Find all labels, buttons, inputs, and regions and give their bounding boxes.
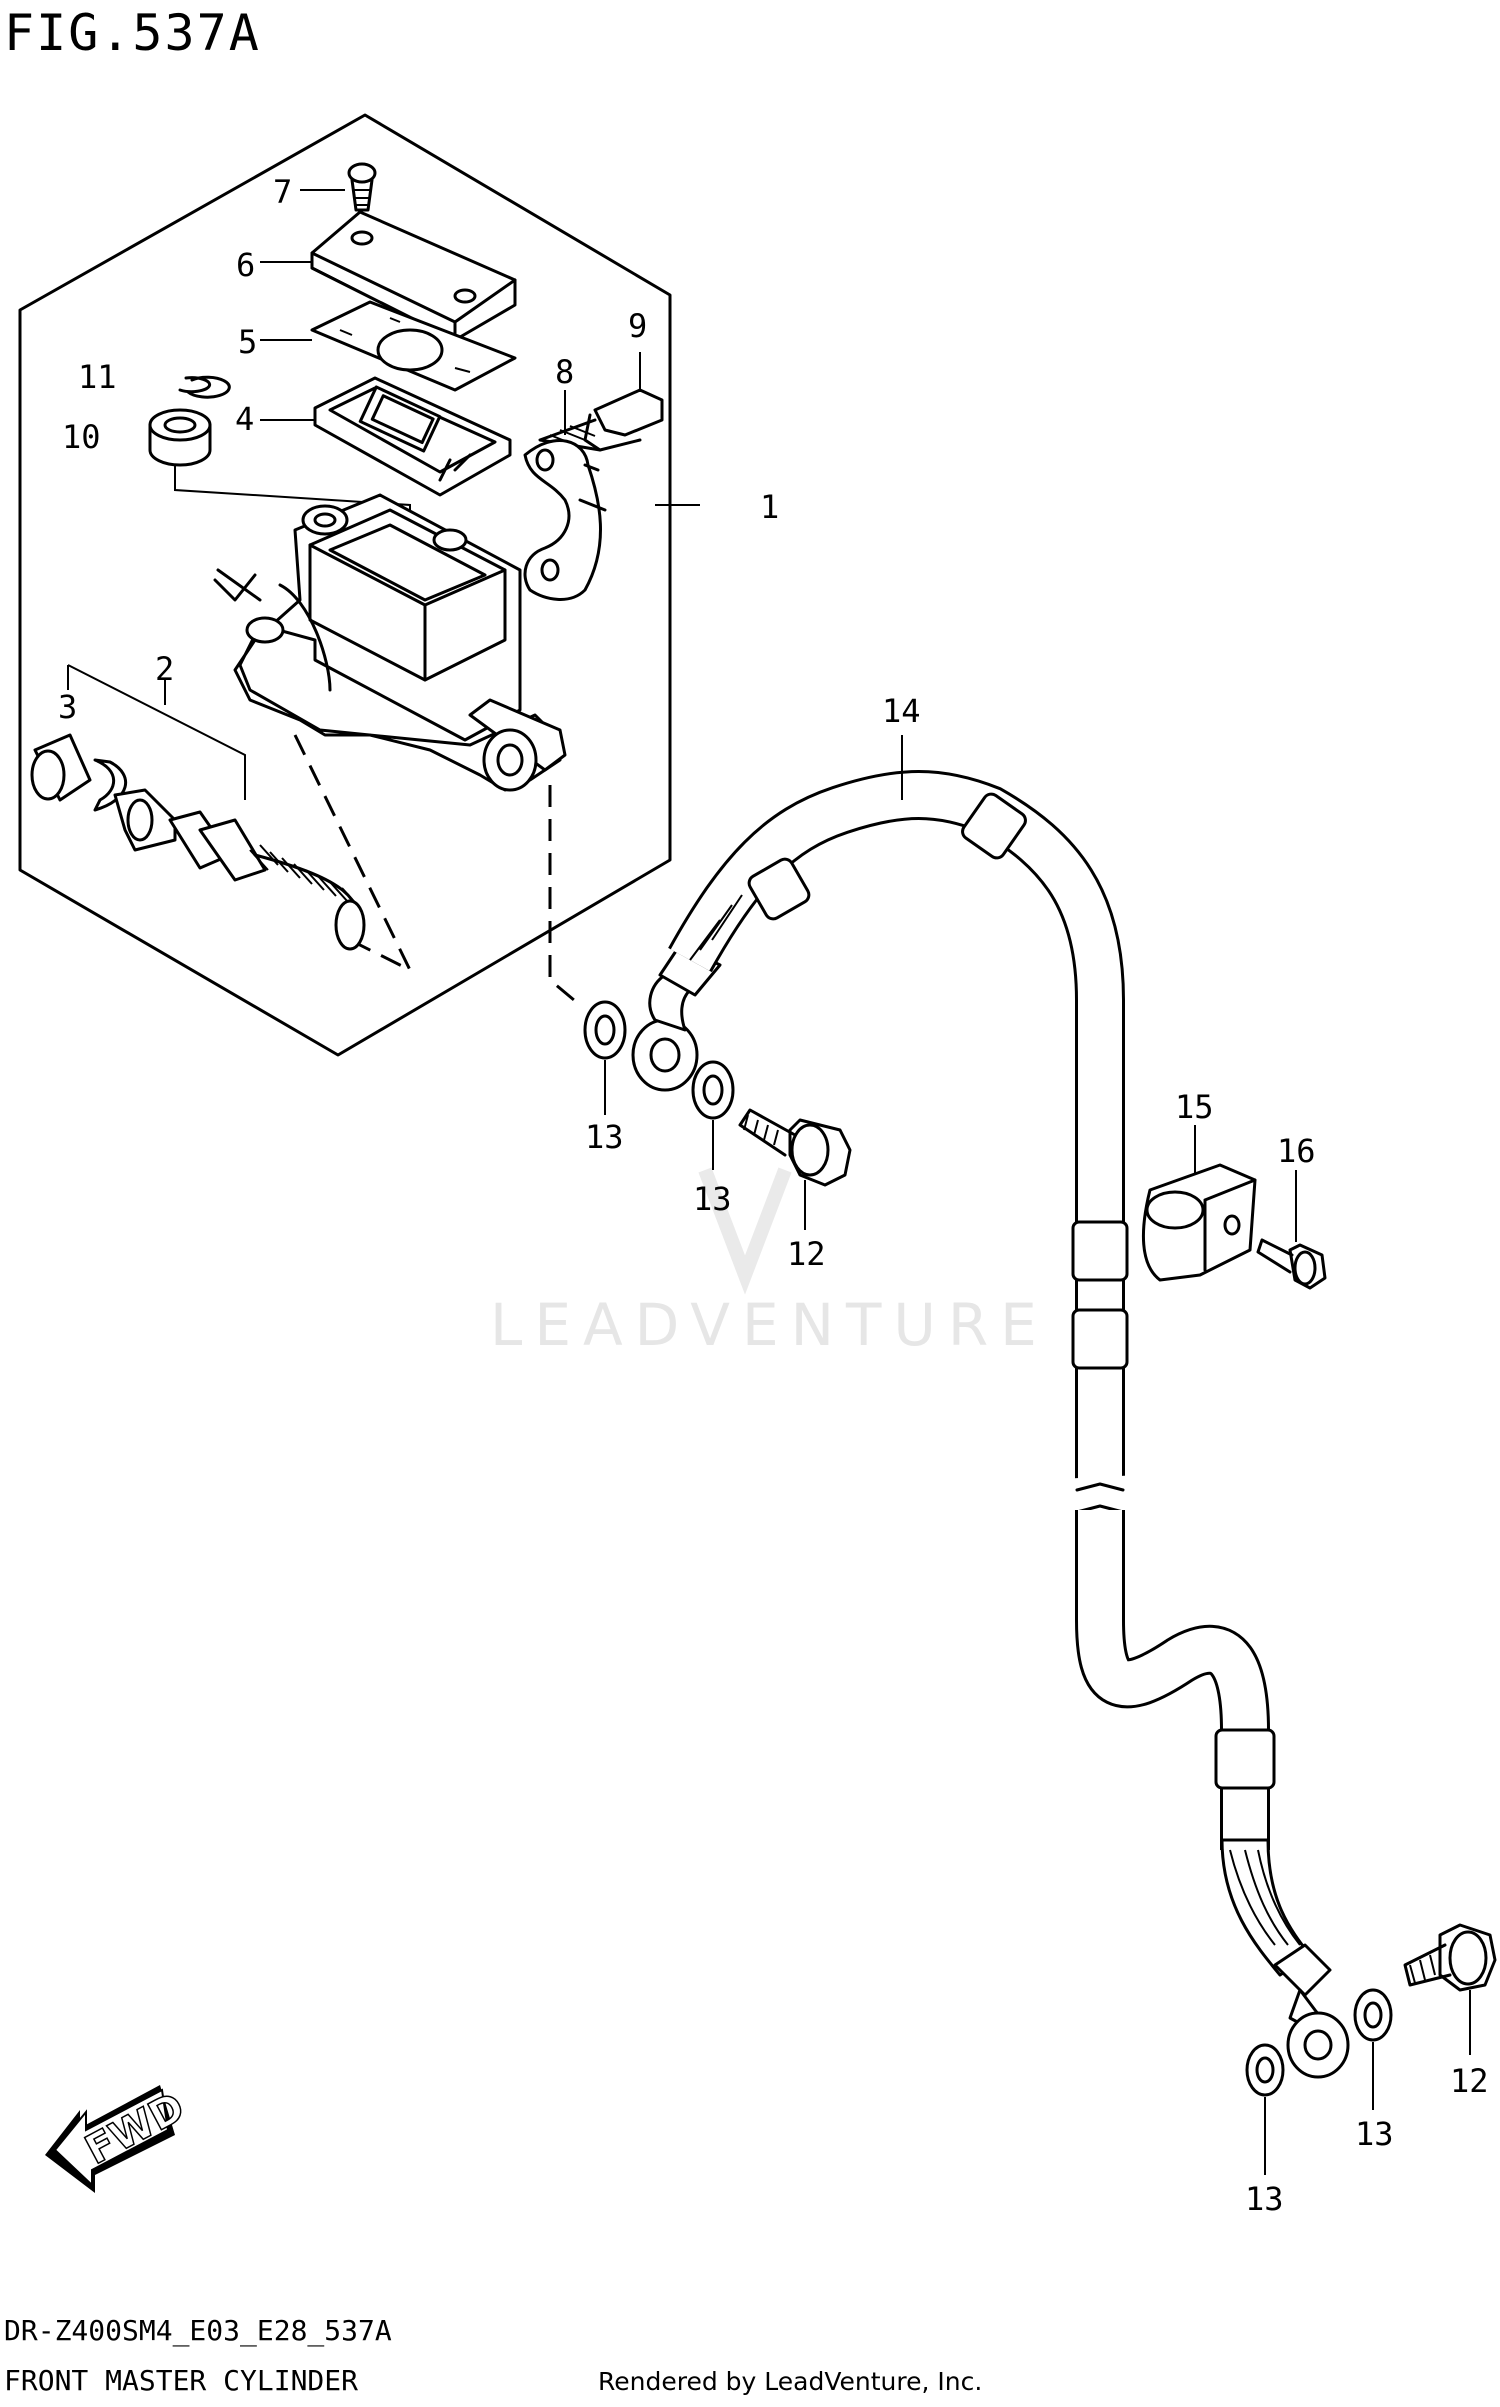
callout-13-a: 13	[585, 1118, 624, 1156]
callout-14: 14	[882, 692, 921, 730]
reservoir-cap-part-6[interactable]	[310, 210, 517, 342]
callout-13-c: 13	[1355, 2115, 1394, 2153]
screw-part-16[interactable]	[1256, 1238, 1327, 1290]
hose-clamp-part-15[interactable]	[1142, 1163, 1257, 1282]
cap-plate-part-5[interactable]	[310, 300, 517, 392]
callout-2: 2	[155, 650, 174, 688]
screw-part-7[interactable]	[347, 162, 377, 212]
brake-hose-part-14[interactable]	[631, 770, 1350, 2079]
assembly-outline	[18, 113, 672, 1057]
watermark: LEADVENTURE	[490, 1167, 1049, 1359]
banjo-bolt-part-12-a[interactable]	[738, 1108, 852, 1187]
callout-8: 8	[555, 353, 574, 391]
callouts: 1 2 3 4 5 6 7 8 9 10 11 12 12 13 13 13 1…	[58, 173, 1489, 2218]
callout-12-b: 12	[1450, 2062, 1489, 2100]
render-credit: Rendered by LeadVenture, Inc.	[598, 2367, 982, 2396]
washer-part-13-d[interactable]	[1245, 2043, 1285, 2097]
diaphragm-part-4[interactable]	[313, 376, 512, 497]
figure-title: FIG.537A	[4, 4, 261, 62]
fwd-label: FWD	[78, 2084, 192, 2174]
model-code: DR-Z400SM4_E03_E28_537A	[4, 2314, 392, 2348]
callout-5: 5	[238, 323, 257, 361]
section-name: FRONT MASTER CYLINDER	[4, 2364, 358, 2397]
watermark-text: LEADVENTURE	[490, 1291, 1049, 1359]
callout-15: 15	[1175, 1088, 1214, 1126]
washer-part-13-c[interactable]	[1353, 1988, 1393, 2042]
callout-1: 1	[760, 488, 779, 526]
callout-3: 3	[58, 688, 77, 726]
circlip-part-11[interactable]	[178, 375, 231, 399]
callout-7: 7	[273, 173, 292, 211]
callout-13-b: 13	[693, 1180, 732, 1218]
callout-9: 9	[628, 307, 647, 345]
callout-11: 11	[78, 358, 117, 396]
callout-4: 4	[235, 400, 254, 438]
banjo-bolt-part-12-b[interactable]	[1403, 1923, 1497, 1992]
callout-10: 10	[62, 418, 101, 456]
handlebar-clamp-part-8[interactable]	[523, 439, 607, 601]
callout-13-d: 13	[1245, 2180, 1284, 2218]
dust-boot-part-10[interactable]	[148, 408, 212, 467]
callout-16: 16	[1277, 1132, 1316, 1170]
washer-part-13-b[interactable]	[691, 1060, 735, 1120]
master-cylinder-body[interactable]	[213, 493, 567, 792]
callout-6: 6	[236, 246, 255, 284]
callout-12-a: 12	[787, 1235, 826, 1273]
piston-kit-part-2-3[interactable]	[30, 733, 366, 951]
forward-direction-arrow: FWD	[45, 2083, 193, 2193]
washer-part-13-a[interactable]	[583, 1000, 627, 1060]
